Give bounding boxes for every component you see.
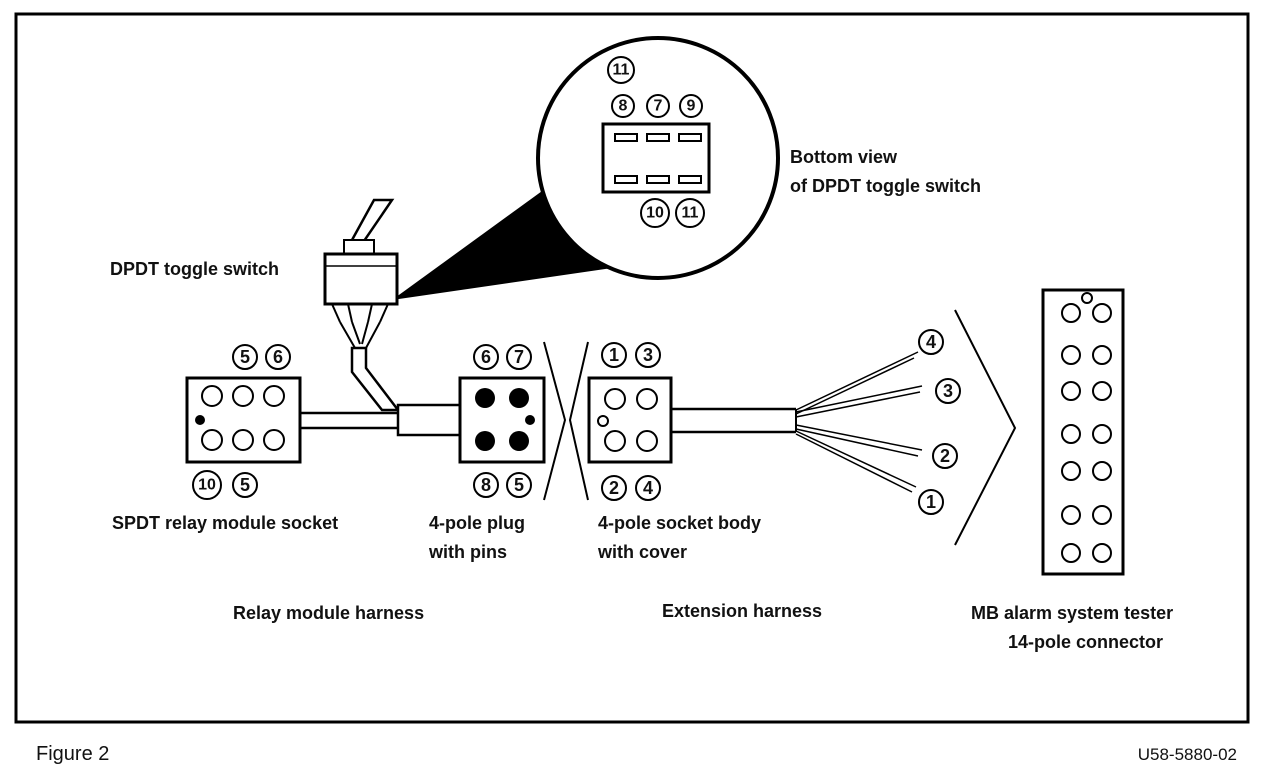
- toggle-switch-drawing: [323, 198, 401, 412]
- svg-text:5: 5: [240, 347, 250, 367]
- connector-key: [1081, 292, 1093, 304]
- svg-text:7: 7: [514, 347, 524, 367]
- socket-hole: [201, 385, 223, 407]
- socket-hole: [604, 430, 626, 452]
- switch-terminal: [646, 175, 670, 184]
- plug-pin-label-6: 6: [473, 344, 499, 370]
- svg-text:5: 5: [240, 475, 250, 495]
- relay-socket-label: SPDT relay module socket: [112, 513, 338, 533]
- bv-pin-label-10: 10: [640, 198, 670, 228]
- plug-pin: [509, 431, 529, 451]
- wire-label-2: 2: [932, 443, 958, 469]
- relay-pin-label-5-top: 5: [232, 344, 258, 370]
- plug-pin: [509, 388, 529, 408]
- svg-text:11: 11: [613, 62, 630, 79]
- plug-pin: [475, 388, 495, 408]
- socket-hole: [604, 388, 626, 410]
- bv-pin-label-top: 11: [607, 56, 635, 84]
- figure-caption: Figure 2: [36, 743, 109, 765]
- socket-pin-label-4: 4: [635, 475, 661, 501]
- socket-hole: [636, 388, 658, 410]
- tester-label-2: 14-pole connector: [1008, 632, 1163, 652]
- switch-bottom-body: [601, 122, 711, 194]
- wire-label-1: 1: [918, 489, 944, 515]
- svg-text:3: 3: [943, 381, 953, 401]
- plug-pin: [475, 431, 495, 451]
- svg-text:11: 11: [682, 205, 699, 222]
- figure-frame: [14, 12, 1250, 724]
- svg-text:8: 8: [481, 475, 491, 495]
- svg-text:4: 4: [643, 478, 653, 498]
- plug-pin-label-7: 7: [506, 344, 532, 370]
- socket-hole: [263, 385, 285, 407]
- bv-pin-label-9: 9: [679, 94, 703, 118]
- extension-harness-cable: [671, 407, 797, 434]
- extension-harness-label: Extension harness: [662, 601, 822, 621]
- switch-terminal: [614, 133, 638, 142]
- bv-pin-label-11: 11: [675, 198, 705, 228]
- plug-label-2: with pins: [428, 542, 507, 562]
- svg-text:4: 4: [926, 332, 936, 352]
- socket-pin-label-2: 2: [601, 475, 627, 501]
- svg-text:10: 10: [646, 205, 664, 222]
- socket-hole: [636, 430, 658, 452]
- switch-terminal: [678, 175, 702, 184]
- socket-key: [195, 415, 205, 425]
- svg-text:2: 2: [940, 446, 950, 466]
- socket-pin-label-1: 1: [601, 342, 627, 368]
- bottom-view-label-2: of DPDT toggle switch: [790, 176, 981, 196]
- wire-label-4: 4: [918, 329, 944, 355]
- socket-body: [587, 376, 673, 464]
- switch-terminal: [614, 175, 638, 184]
- wire-label-3: 3: [935, 378, 961, 404]
- bv-pin-label-7: 7: [646, 94, 670, 118]
- relay-harness-label: Relay module harness: [233, 603, 424, 623]
- svg-text:9: 9: [687, 98, 696, 115]
- svg-text:6: 6: [481, 347, 491, 367]
- svg-text:7: 7: [654, 98, 663, 115]
- svg-text:3: 3: [643, 345, 653, 365]
- socket-label-2: with cover: [597, 542, 687, 562]
- socket-bracket: [568, 341, 589, 501]
- svg-text:8: 8: [619, 98, 628, 115]
- socket-hole: [232, 385, 254, 407]
- socket-hole: [201, 429, 223, 451]
- plug-bracket: [543, 341, 567, 501]
- plug-pin-label-8: 8: [473, 472, 499, 498]
- plug-key: [525, 415, 535, 425]
- socket-hole: [232, 429, 254, 451]
- switch-terminal: [646, 133, 670, 142]
- socket-key: [597, 415, 609, 427]
- tester-label-1: MB alarm system tester: [971, 603, 1173, 623]
- svg-text:1: 1: [926, 492, 936, 512]
- plug-pin-label-5: 5: [506, 472, 532, 498]
- switch-terminal: [678, 133, 702, 142]
- bottom-view-label: Bottom view: [790, 147, 898, 167]
- relay-pin-label-6-top: 6: [265, 344, 291, 370]
- tester-bracket: [954, 309, 1017, 546]
- relay-pin-label-5-bottom: 5: [232, 472, 258, 498]
- relay-harness-cable: [300, 403, 462, 437]
- svg-text:10: 10: [198, 477, 216, 494]
- socket-hole: [263, 429, 285, 451]
- bv-pin-label-8: 8: [611, 94, 635, 118]
- svg-text:1: 1: [609, 345, 619, 365]
- plug-label-1: 4-pole plug: [429, 513, 525, 533]
- connector-holes: [1061, 303, 1112, 563]
- figure-code: U58-5880-02: [1138, 745, 1237, 764]
- tester-connector-body: [1041, 288, 1125, 576]
- fanned-wires: [795, 351, 923, 493]
- svg-text:2: 2: [609, 478, 619, 498]
- relay-pin-label-10-bottom: 10: [192, 470, 222, 500]
- svg-text:6: 6: [273, 347, 283, 367]
- socket-label-1: 4-pole socket body: [598, 513, 761, 533]
- toggle-switch-label: DPDT toggle switch: [110, 259, 279, 279]
- socket-pin-label-3: 3: [635, 342, 661, 368]
- svg-text:5: 5: [514, 475, 524, 495]
